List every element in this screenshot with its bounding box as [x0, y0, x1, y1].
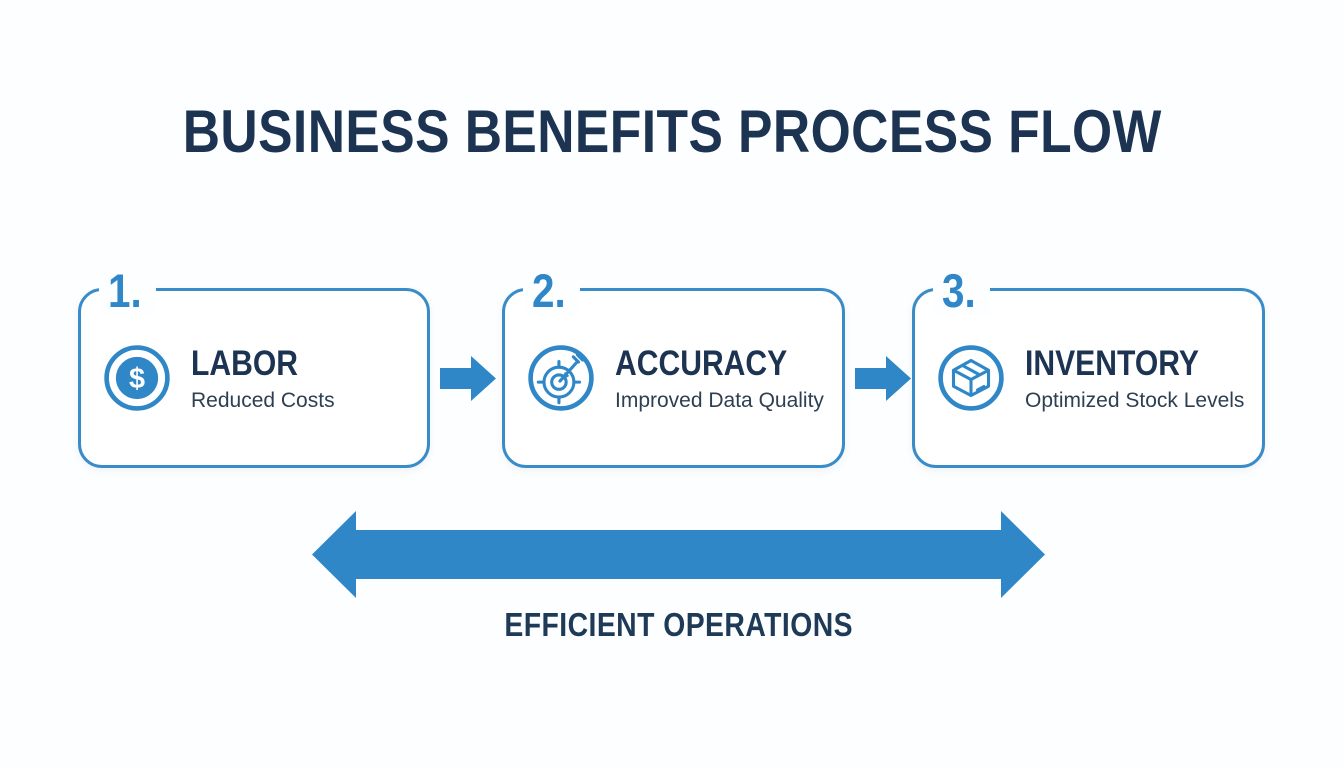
right-arrow-icon	[855, 356, 911, 401]
bottom-arrow-label: EFFICIENT OPERATIONS	[504, 606, 853, 643]
step-title: LABOR	[191, 344, 299, 383]
page-title-text: BUSINESS BENEFITS PROCESS FLOW	[182, 98, 1162, 165]
dollar-coin-icon: $	[104, 345, 170, 411]
step-subtitle: Improved Data Quality	[615, 389, 824, 412]
step-card-inventory: 3. INVENTORY Optimized Stock Levels	[912, 267, 1265, 468]
step-text-accuracy: ACCURACY Improved Data Quality	[615, 345, 824, 413]
step-text-inventory: INVENTORY Optimized Stock Levels	[1025, 345, 1244, 413]
step-number-1: 1.	[99, 267, 157, 315]
step-title: ACCURACY	[615, 344, 788, 383]
step-number-2: 2.	[523, 267, 581, 315]
page-title: BUSINESS BENEFITS PROCESS FLOW	[0, 97, 1344, 166]
right-arrow-icon	[440, 356, 496, 401]
double-headed-arrow	[312, 511, 1045, 598]
package-box-icon	[938, 345, 1004, 411]
step-title: INVENTORY	[1025, 344, 1199, 383]
step-card-labor: 1. $ LABOR Reduced Costs	[78, 267, 430, 468]
step-card-accuracy: 2. ACCURACY Improved Data Quality	[502, 267, 845, 468]
step-subtitle: Reduced Costs	[191, 389, 335, 412]
target-dart-icon	[528, 345, 594, 411]
step-text-labor: LABOR Reduced Costs	[191, 345, 335, 413]
step-number-3: 3.	[933, 267, 991, 315]
svg-text:$: $	[129, 363, 145, 395]
step-subtitle: Optimized Stock Levels	[1025, 389, 1245, 412]
